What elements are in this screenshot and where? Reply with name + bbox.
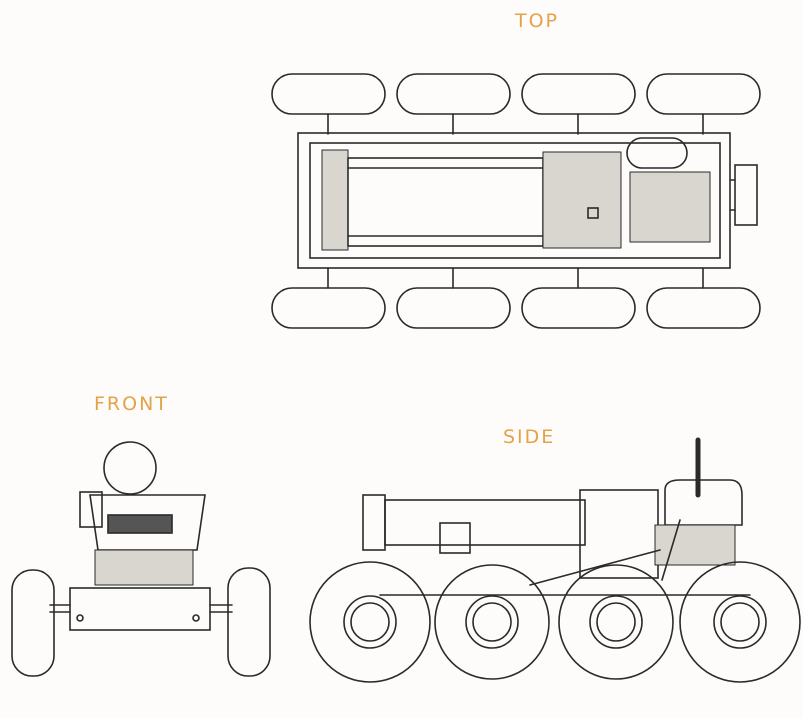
wheel xyxy=(271,287,386,329)
top-view-drawing xyxy=(271,73,761,329)
operator-seat xyxy=(626,137,688,169)
chassis-frame xyxy=(297,132,731,269)
top-wheels-lower xyxy=(271,287,761,329)
top-view-label: TOP xyxy=(515,10,560,32)
wheel xyxy=(679,561,801,683)
wheel xyxy=(646,73,761,115)
front-view-label: FRONT xyxy=(94,393,169,415)
wheel xyxy=(521,73,636,115)
side-view-drawing xyxy=(309,437,801,683)
left-wheel xyxy=(11,569,55,677)
wheel xyxy=(558,564,674,680)
wheel xyxy=(309,561,431,683)
cargo-tube xyxy=(384,499,586,546)
top-hubs xyxy=(327,113,704,289)
side-view-label: SIDE xyxy=(503,426,556,448)
front-bumper xyxy=(69,587,211,631)
wheel xyxy=(271,73,386,115)
head-lamp xyxy=(103,441,157,495)
top-wheels-upper xyxy=(271,73,761,115)
wheel xyxy=(646,287,761,329)
wheel xyxy=(434,564,550,680)
wheel xyxy=(521,287,636,329)
front-view-drawing xyxy=(11,441,271,677)
right-wheel xyxy=(227,567,271,677)
side-wheels xyxy=(309,561,801,683)
grille xyxy=(107,514,173,534)
wheel xyxy=(396,73,511,115)
wheel xyxy=(396,287,511,329)
